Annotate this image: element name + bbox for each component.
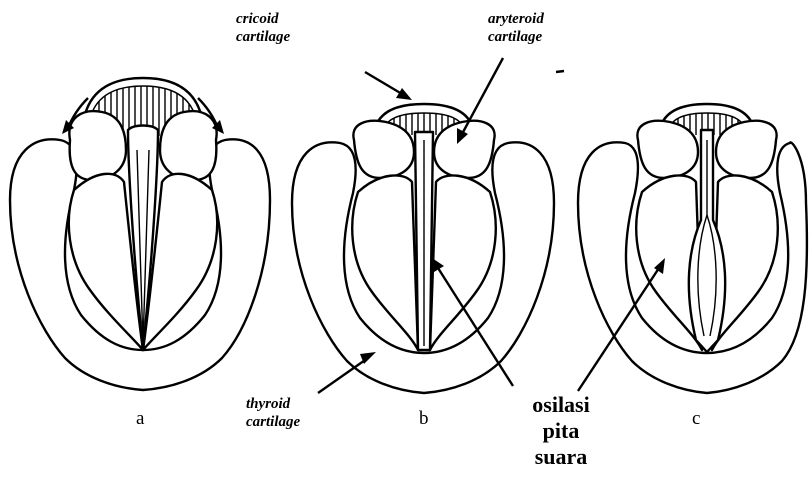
aryteroid-cartilage-label: aryteroid cartilage xyxy=(488,10,544,46)
panel-a-right-arytenoid xyxy=(160,111,217,180)
thyroid-cartilage-label: thyroid cartilage xyxy=(246,395,300,431)
panel-b-left-arytenoid xyxy=(353,121,414,178)
panel-a-letter: a xyxy=(136,408,144,430)
panel-a-left-arytenoid xyxy=(69,111,126,180)
panel-c-right-arytenoid xyxy=(716,121,777,178)
vocal-fold-oscillation-label: osilasi pita suara xyxy=(520,392,602,470)
panel-a-larynx xyxy=(10,78,270,390)
panel-c-left-arytenoid xyxy=(637,121,698,178)
cricoid-cartilage-label: cricoid cartilage xyxy=(236,10,290,46)
panel-c-larynx xyxy=(578,104,807,393)
panel-b-larynx xyxy=(292,104,554,393)
panel-c-letter: c xyxy=(692,408,700,430)
panel-b-letter: b xyxy=(419,408,429,430)
